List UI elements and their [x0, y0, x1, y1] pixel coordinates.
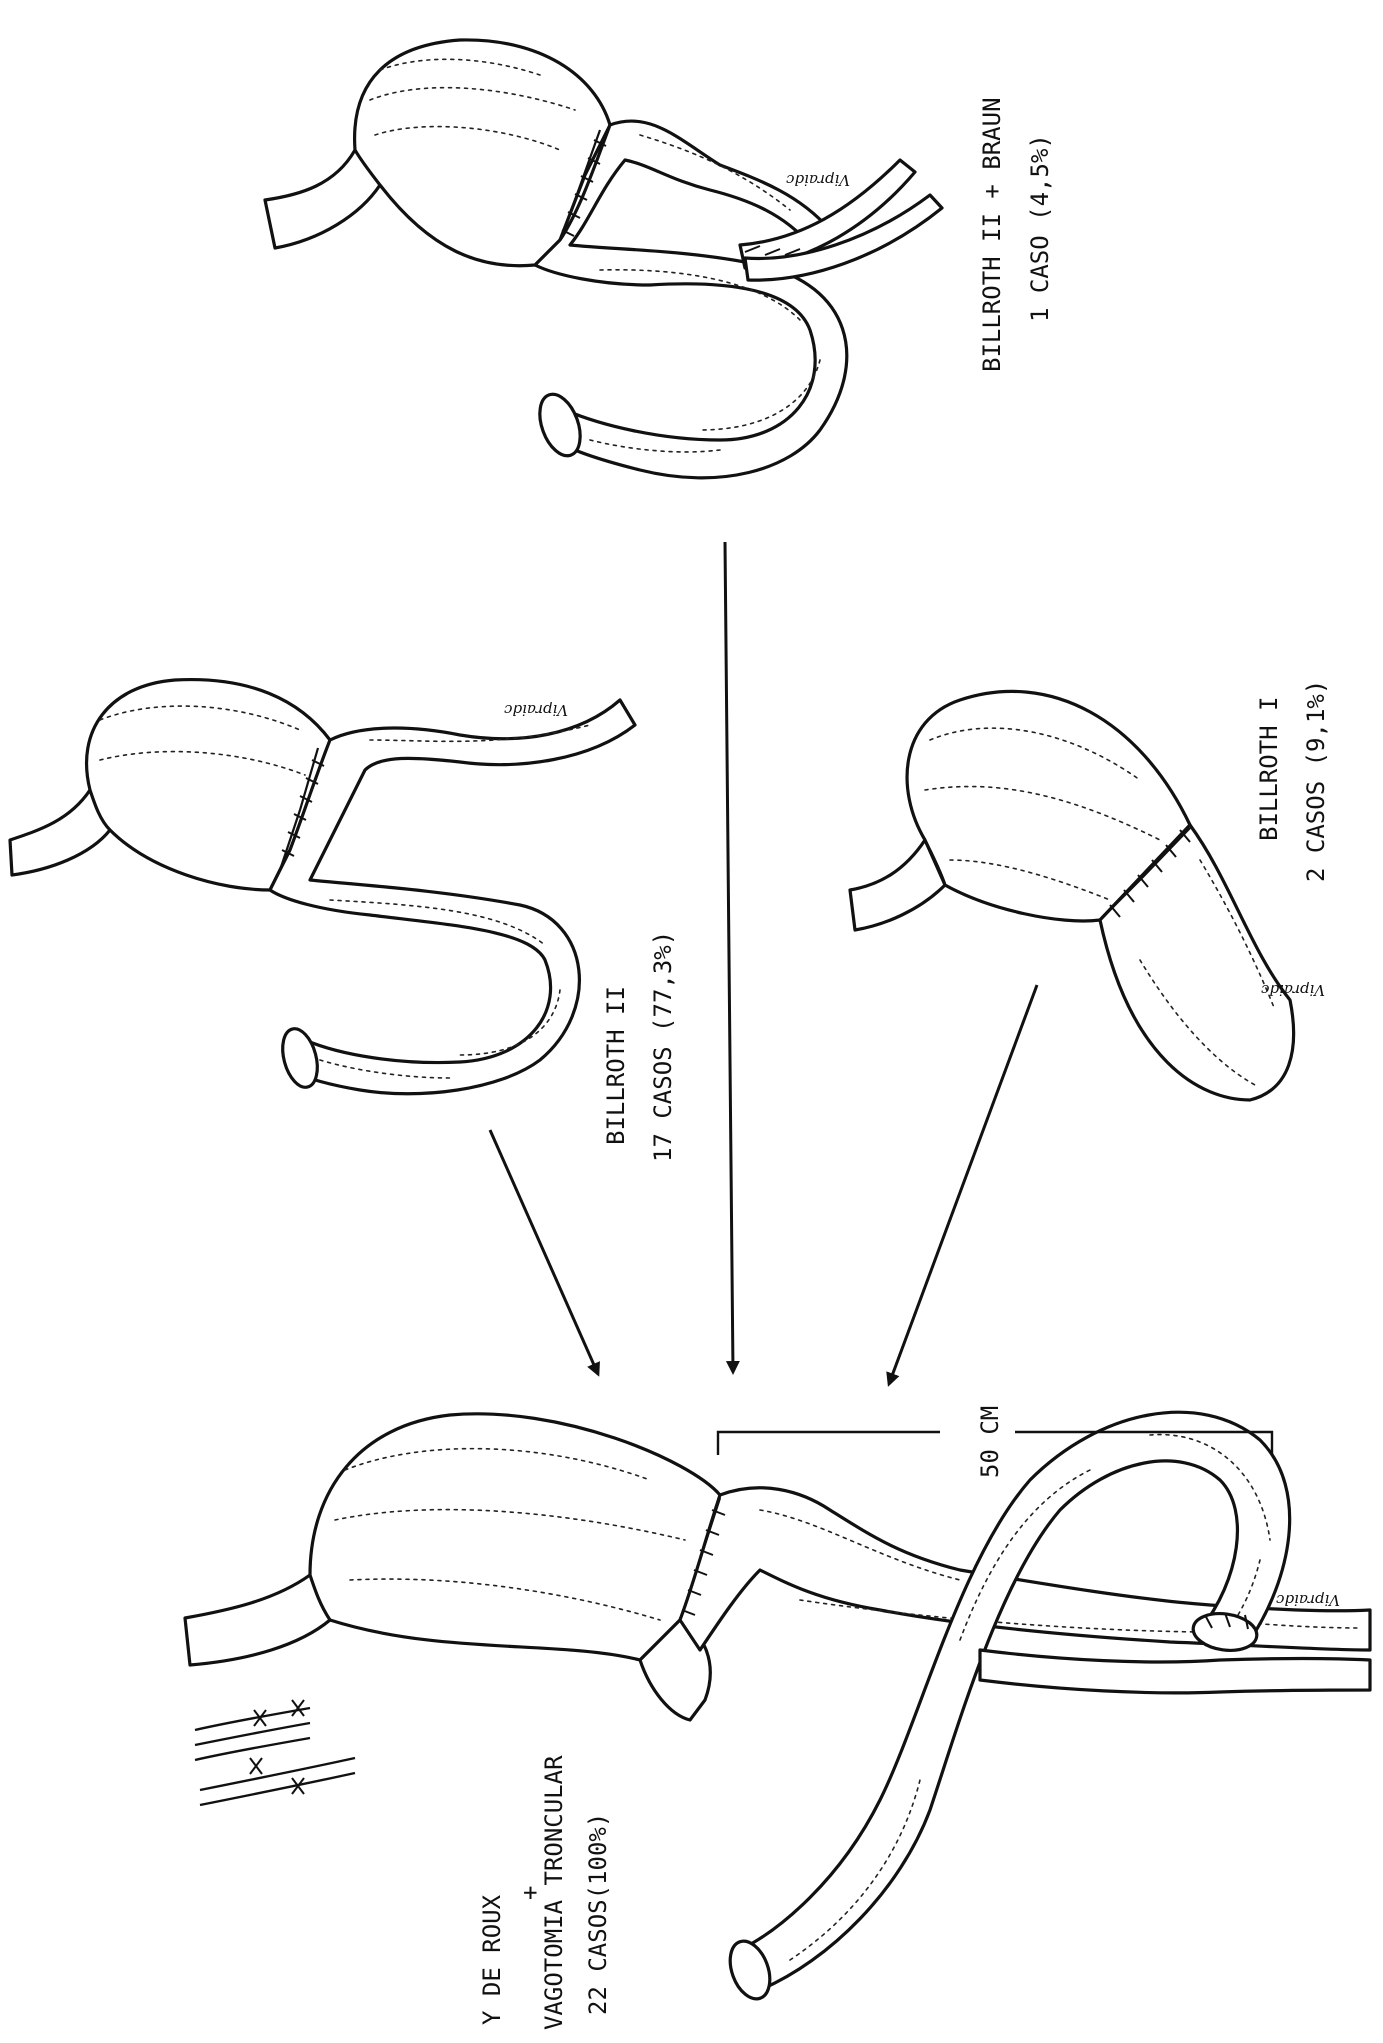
label-billroth1-count: 2 CASOS (9,1%) [1302, 680, 1330, 882]
label-billroth2-title: BILLROTH II [602, 986, 630, 1145]
signature: Vipraidc [504, 701, 568, 719]
label-roux-title: Y DE ROUX [478, 1894, 506, 2025]
jejunal-loop [270, 700, 635, 1094]
stomach-billroth2-braun: Vipraidc [265, 40, 942, 478]
esophagus [185, 1575, 330, 1665]
arrow-braun-to-roux [725, 542, 733, 1372]
label-billroth2-count: 17 CASOS (77,3%) [649, 931, 677, 1162]
label-braun-count: 1 CASO (4,5%) [1026, 134, 1054, 322]
arrow-billroth1-to-roux [889, 985, 1037, 1384]
stomach-billroth1: Vipraidc [850, 691, 1325, 1100]
arrow-billroth2-to-roux [490, 1130, 598, 1374]
label-roux-vagotomy: VAGOTOMIA TRONCULAR [540, 1755, 568, 2030]
esophagus [265, 150, 380, 248]
vagotomy-marks [195, 1700, 355, 1805]
signature: Vipraidc [786, 171, 850, 189]
stomach-roux-y: Vipraidc [185, 1412, 1370, 2004]
biliopancreatic-limb [740, 1412, 1290, 1990]
length-label: 50 CM [976, 1406, 1004, 1478]
label-braun-title: BILLROTH II + BRAUN [978, 97, 1006, 372]
label-billroth1-title: BILLROTH I [1255, 697, 1283, 842]
stomach-remnant [310, 1414, 720, 1660]
signature: Vipraidc [1276, 1591, 1340, 1609]
signature: Vipraidc [1261, 981, 1325, 999]
stomach-billroth2: Vipraidc [10, 680, 635, 1094]
label-roux-count: 22 CASOS(100%) [584, 1813, 612, 2015]
